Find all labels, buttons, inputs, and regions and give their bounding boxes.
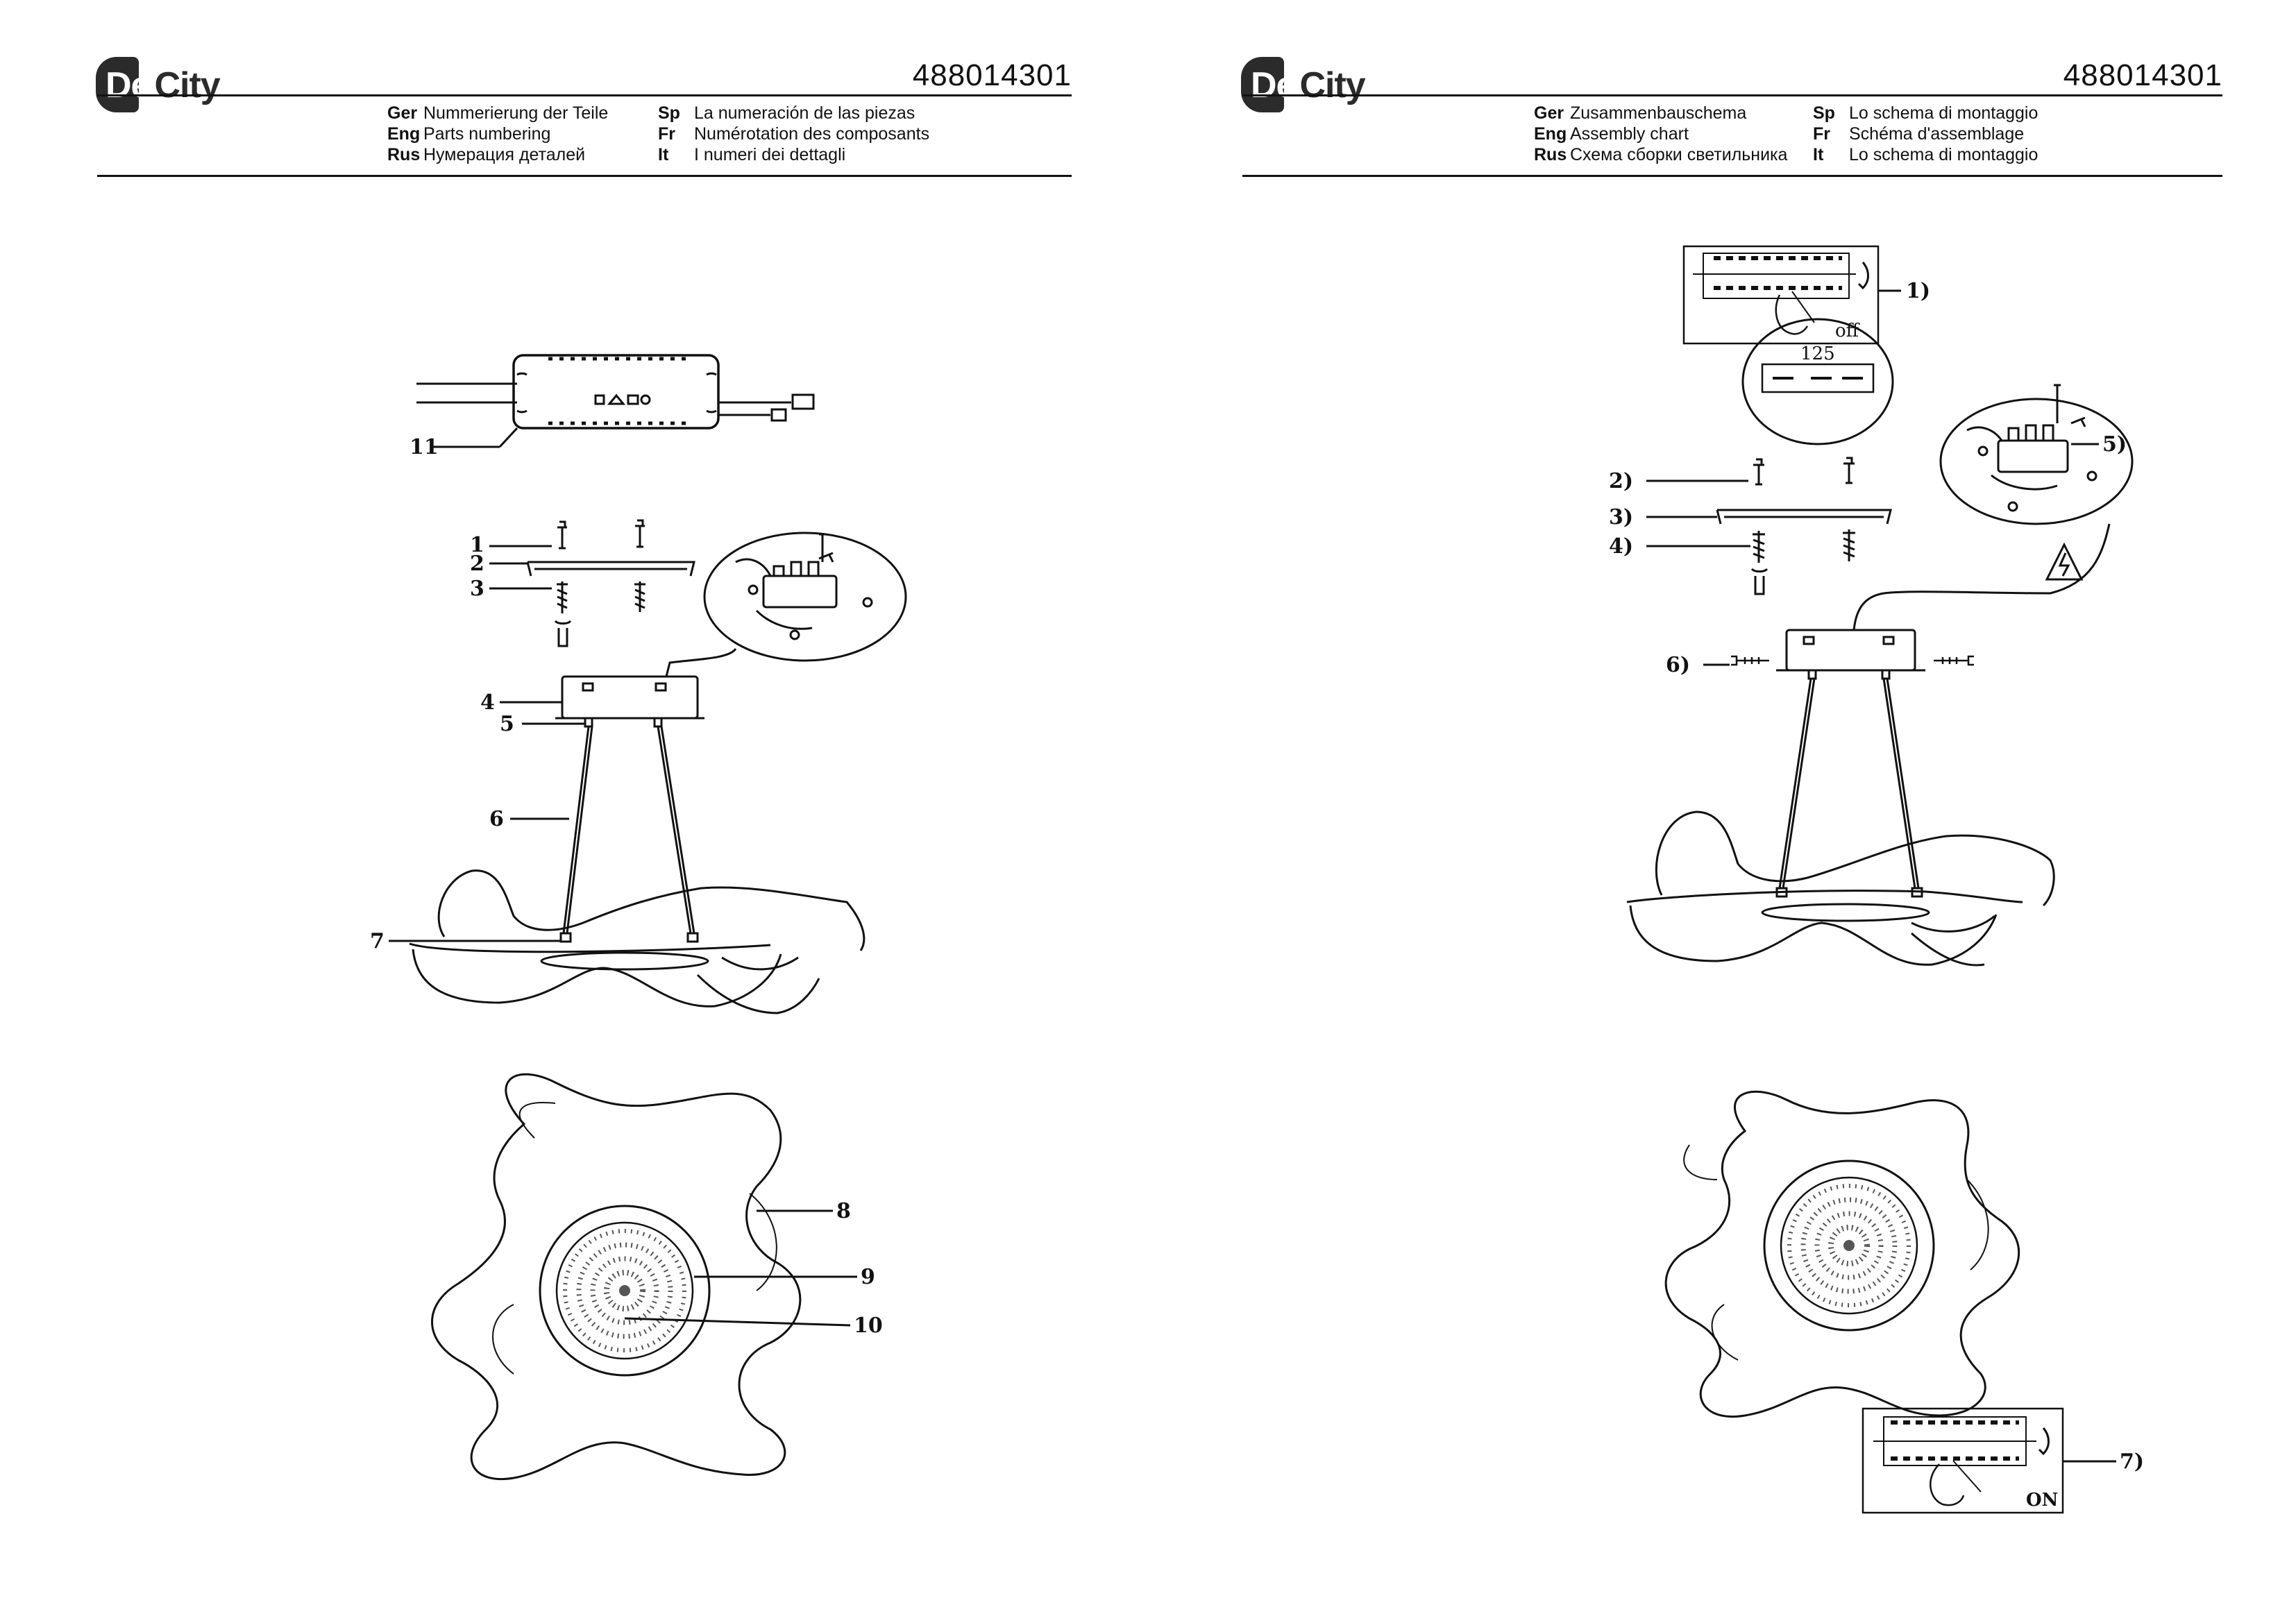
lang-title: Assembly chart <box>1570 124 1689 144</box>
lang-code: Sp <box>658 103 680 123</box>
logo-mark <box>1241 57 1284 112</box>
lang-title: Numérotation des composants <box>694 124 930 144</box>
callout-11: 11 <box>410 435 439 459</box>
callout-5: 5 <box>500 712 514 736</box>
canopy <box>555 675 704 728</box>
lang-code: Rus <box>387 145 421 164</box>
step-7-label: 7) <box>2120 1450 2144 1474</box>
lang-code: Ger <box>387 103 418 123</box>
model-number: 488014301 <box>912 58 1072 92</box>
lang-title: Zusammenbauschema <box>1570 103 1747 123</box>
callout-6: 6 <box>489 807 504 831</box>
callout-3: 3 <box>470 577 484 601</box>
callout-10: 10 <box>854 1314 883 1338</box>
lang-title: Lo schema di montaggio <box>1849 145 2038 164</box>
leader-11b <box>498 427 518 448</box>
wire-to-canopy <box>665 647 737 677</box>
callout-9: 9 <box>861 1265 875 1289</box>
electric-warning-icon <box>2045 542 2084 581</box>
step-5-label: 5) <box>2102 432 2127 457</box>
mounting-hardware <box>526 519 695 647</box>
lang-code: Fr <box>658 124 675 144</box>
lamp-side-view <box>1626 810 2055 967</box>
wire-to-canopy <box>1852 523 2111 631</box>
callout-7: 7 <box>370 929 385 953</box>
header-rule-bottom <box>1242 175 2222 177</box>
header-rule-bottom <box>97 175 1072 177</box>
lang-code: It <box>1813 145 1824 164</box>
model-number: 488014301 <box>2063 58 2222 92</box>
switch-on-label: ON <box>2026 1490 2058 1511</box>
bracket-detail <box>1741 318 1894 445</box>
leader-10 <box>624 1317 851 1327</box>
step-6-label: 6) <box>1666 653 1690 677</box>
terminal-detail <box>703 532 907 662</box>
led-driver <box>416 354 815 430</box>
header-rule-top <box>1242 94 2222 96</box>
lang-title: Lo schema di montaggio <box>1849 103 2038 123</box>
callout-4: 4 <box>480 690 495 715</box>
callout-1: 1 <box>470 533 484 557</box>
lang-title: Схема сборки светильника <box>1570 145 1788 164</box>
switch-off-detail <box>1682 245 1880 345</box>
header-col-2: Sp La numeración de las piezas Fr Numérota… <box>658 103 929 165</box>
lang-code: Fr <box>1813 124 1830 144</box>
lamp-top-view <box>431 1073 802 1480</box>
lang-title: Schéma d'assemblage <box>1849 124 2025 144</box>
logo-de: De <box>1251 65 1296 105</box>
logo-city: City <box>1299 65 1365 105</box>
lang-title: Нумерация деталей <box>423 145 586 164</box>
callout-2: 2 <box>470 552 484 576</box>
lang-title: La numeración de las piezas <box>694 103 915 123</box>
lang-code: Sp <box>1813 103 1835 123</box>
logo-de: De <box>105 65 151 105</box>
mounting-hardware <box>1716 457 1892 595</box>
step-2-label: 2) <box>1609 469 1633 493</box>
lamp-side-view <box>409 869 866 1014</box>
lang-code: Eng <box>1534 124 1567 144</box>
logo-city: City <box>154 65 220 105</box>
step-4-label: 4) <box>1609 534 1633 559</box>
lang-title: Parts numbering <box>423 124 551 144</box>
assembly-diagram: 1) 2) 3) 4) 5) 6) 7) 125 off ON <box>1609 245 2144 1514</box>
canopy <box>1731 629 1974 680</box>
lang-code: Ger <box>1534 103 1564 123</box>
lang-title: Nummerierung der Teile <box>423 103 609 123</box>
step-3-label: 3) <box>1609 505 1633 529</box>
terminal-detail <box>1939 384 2134 525</box>
header-col-2: Sp Lo schema di montaggio Fr Schéma d'asse… <box>1813 103 2038 165</box>
step-1-label: 1) <box>1906 279 1930 303</box>
lang-code: It <box>658 145 669 164</box>
lamp-top-view <box>1664 1090 2020 1418</box>
switch-off-label: off <box>1835 321 1861 341</box>
lang-code: Eng <box>387 124 421 144</box>
header-rule-top <box>97 94 1072 96</box>
lang-title: I numeri dei dettagli <box>694 145 846 164</box>
suspension-cables <box>1778 678 1920 889</box>
parts-diagram: 1 2 3 4 5 6 7 8 9 10 11 <box>370 354 907 1480</box>
suspension-cables <box>562 726 695 934</box>
callout-8: 8 <box>836 1199 851 1223</box>
dimension-label: 125 <box>1800 343 1835 364</box>
lang-code: Rus <box>1534 145 1567 164</box>
logo-mark <box>96 57 139 112</box>
